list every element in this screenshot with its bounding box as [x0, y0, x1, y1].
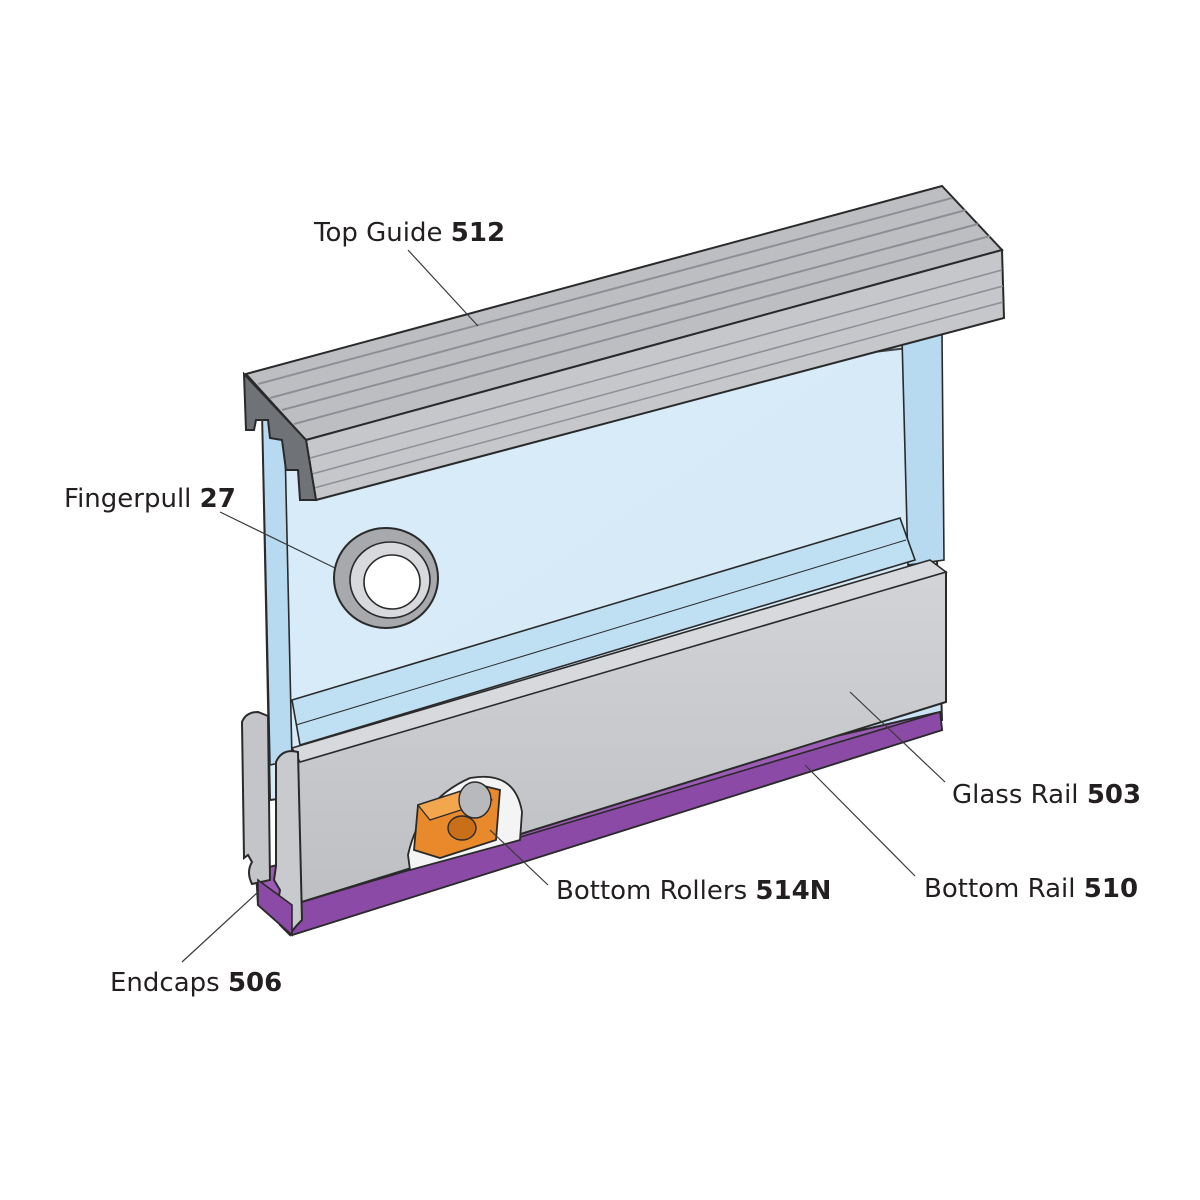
label-fingerpull-name: Fingerpull	[64, 484, 192, 514]
label-bottom-rail: Bottom Rail 510	[924, 876, 1138, 902]
glass-edge-right	[901, 333, 945, 566]
label-fingerpull: Fingerpull 27	[64, 486, 236, 512]
label-bottom-rollers-part: 514N	[755, 876, 832, 906]
endcap-rear	[240, 710, 272, 886]
label-glass-rail: Glass Rail 503	[952, 782, 1141, 808]
label-bottom-rail-part: 510	[1083, 874, 1139, 904]
label-glass-rail-part: 503	[1086, 780, 1142, 810]
label-top-guide-part: 512	[450, 218, 506, 248]
label-endcaps-name: Endcaps	[110, 968, 220, 998]
label-fingerpull-part: 27	[199, 484, 236, 514]
label-endcaps: Endcaps 506	[110, 970, 282, 996]
label-bottom-rollers: Bottom Rollers 514N	[556, 878, 831, 904]
leader-bottom-rail	[804, 764, 916, 877]
leader-bottom-rollers	[489, 829, 549, 886]
label-bottom-rollers-name: Bottom Rollers	[556, 876, 748, 906]
leader-endcaps	[181, 891, 259, 963]
label-endcaps-part: 506	[227, 968, 283, 998]
top-guide	[242, 184, 1006, 502]
top-guide-end-profile	[242, 371, 318, 501]
fingerpull	[333, 527, 439, 629]
leader-top-guide	[407, 249, 479, 327]
label-glass-rail-name: Glass Rail	[952, 780, 1079, 810]
leader-glass-rail	[849, 691, 946, 783]
endcaps	[240, 710, 304, 937]
leader-lines	[181, 249, 946, 963]
label-top-guide-name: Top Guide	[314, 218, 443, 248]
leader-fingerpull	[219, 511, 336, 569]
bottom-roller	[413, 781, 501, 859]
label-top-guide: Top Guide 512	[314, 220, 505, 246]
label-bottom-rail-name: Bottom Rail	[924, 874, 1076, 904]
